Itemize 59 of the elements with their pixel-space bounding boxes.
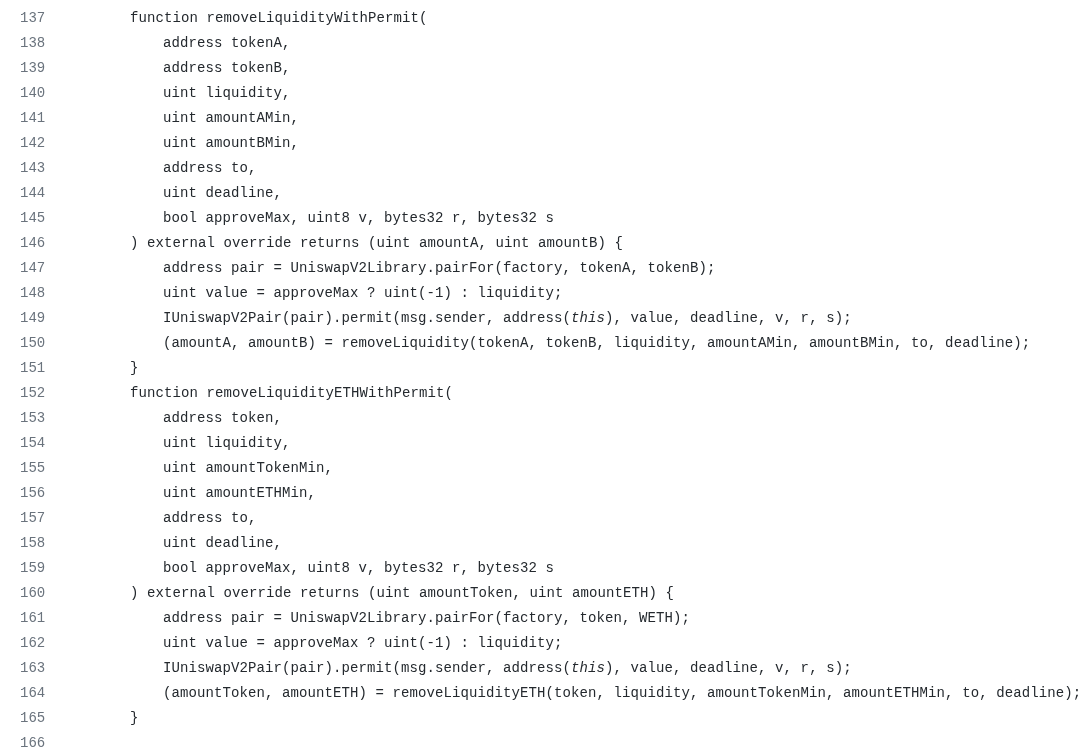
line-number: 157: [20, 509, 46, 527]
code-line: address tokenB,: [163, 59, 291, 77]
code-line: uint amountTokenMin,: [163, 459, 334, 477]
line-number: 147: [20, 259, 46, 277]
code-line: ) external override returns (uint amountA, uint amountB) {: [130, 234, 624, 252]
code-line: IUniswapV2Pair(pair).permit(msg.sender, address(this), value, deadline, v, r, s);: [163, 309, 852, 327]
code-line: uint value = approveMax ? uint(-1) : liquidity;: [163, 284, 563, 302]
line-number: 155: [20, 459, 46, 477]
code-line: (amountA, amountB) = removeLiquidity(tokenA, tokenB, liquidity, amountAMin, amountBMin, to, deadline);: [163, 334, 1031, 352]
code-line: uint amountBMin,: [163, 134, 300, 152]
code-line: ) external override returns (uint amountToken, uint amountETH) {: [130, 584, 675, 602]
code-line: uint amountAMin,: [163, 109, 300, 127]
line-number: 152: [20, 384, 46, 402]
line-number: 145: [20, 209, 46, 227]
line-number: 164: [20, 684, 46, 702]
line-number: 165: [20, 709, 46, 727]
code-line: bool approveMax, uint8 v, bytes32 r, bytes32 s: [163, 209, 555, 227]
code-line: address token,: [163, 409, 283, 427]
code-line: IUniswapV2Pair(pair).permit(msg.sender, address(this), value, deadline, v, r, s);: [163, 659, 852, 677]
line-number: 140: [20, 84, 46, 102]
line-number: 156: [20, 484, 46, 502]
line-number: 158: [20, 534, 46, 552]
code-line: }: [130, 359, 139, 377]
code-line: uint liquidity,: [163, 434, 291, 452]
code-line: address pair = UniswapV2Library.pairFor(factory, token, WETH);: [163, 609, 691, 627]
line-number: 148: [20, 284, 46, 302]
line-number: 142: [20, 134, 46, 152]
line-number: 138: [20, 34, 46, 52]
code-line: address to,: [163, 509, 257, 527]
code-line: uint deadline,: [163, 534, 283, 552]
code-line: address pair = UniswapV2Library.pairFor(factory, tokenA, tokenB);: [163, 259, 716, 277]
code-line: uint deadline,: [163, 184, 283, 202]
line-number: 161: [20, 609, 46, 627]
code-line: uint value = approveMax ? uint(-1) : liquidity;: [163, 634, 563, 652]
line-number: 137: [20, 9, 46, 27]
line-number: 154: [20, 434, 46, 452]
line-number: 153: [20, 409, 46, 427]
code-line: function removeLiquidityETHWithPermit(: [130, 384, 454, 402]
line-number: 143: [20, 159, 46, 177]
line-number: 151: [20, 359, 46, 377]
line-number: 159: [20, 559, 46, 577]
line-number: 144: [20, 184, 46, 202]
code-line: uint liquidity,: [163, 84, 291, 102]
code-line: address tokenA,: [163, 34, 291, 52]
line-number: 139: [20, 59, 46, 77]
line-number: 146: [20, 234, 46, 252]
line-number: 163: [20, 659, 46, 677]
line-number: 150: [20, 334, 46, 352]
code-line: }: [130, 709, 139, 727]
line-number: 160: [20, 584, 46, 602]
code-line: (amountToken, amountETH) = removeLiquidityETH(token, liquidity, amountTokenMin, amountETHMin, to, deadline);: [163, 684, 1078, 702]
line-number: 149: [20, 309, 46, 327]
line-number: 162: [20, 634, 46, 652]
line-number: 141: [20, 109, 46, 127]
code-line: function removeLiquidityWithPermit(: [130, 9, 428, 27]
line-number: 166: [20, 734, 46, 747]
code-line: address to,: [163, 159, 257, 177]
code-line: bool approveMax, uint8 v, bytes32 r, bytes32 s: [163, 559, 555, 577]
code-line: uint amountETHMin,: [163, 484, 317, 502]
